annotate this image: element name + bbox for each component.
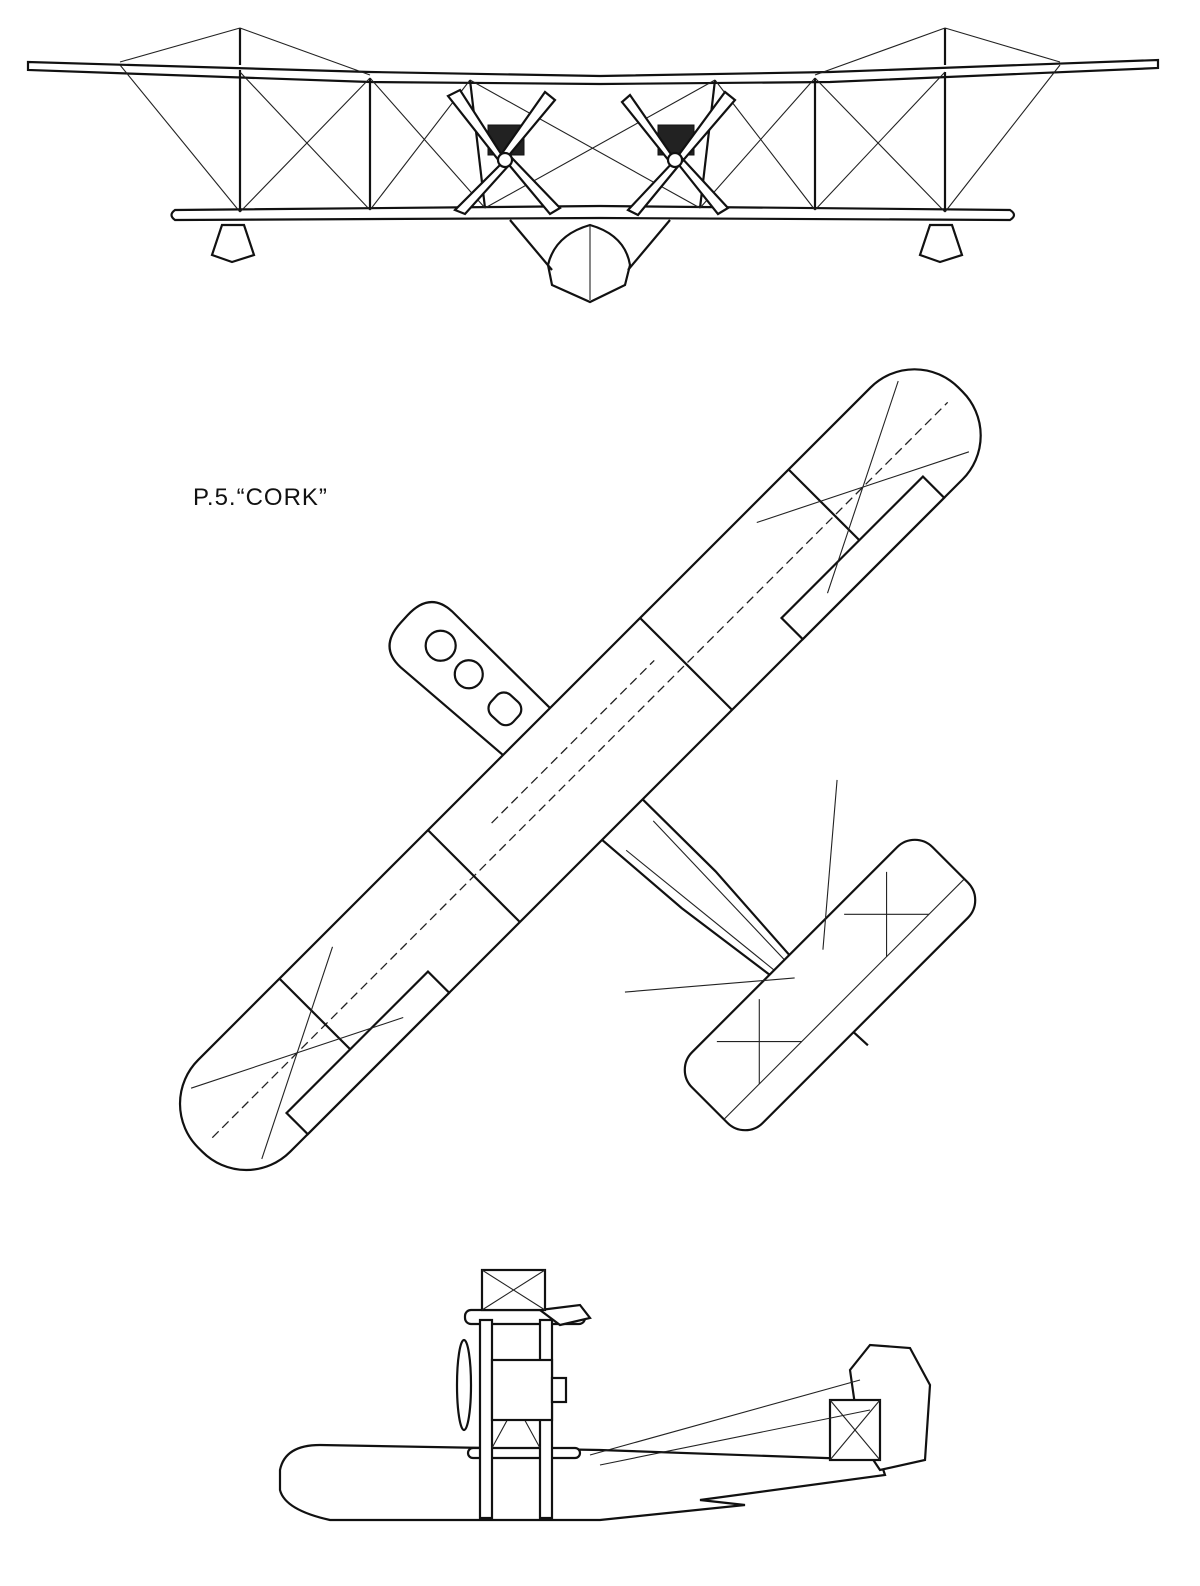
interplane-struts: [238, 28, 947, 212]
propeller-side: [455, 1338, 473, 1432]
hull-side: [278, 1443, 887, 1522]
front-view: [26, 27, 1160, 304]
upper-wing: [26, 58, 1160, 86]
tailplane-plan: [624, 779, 977, 1132]
drawing-title: P.5.“CORK”: [193, 484, 328, 511]
engine-right: [620, 90, 737, 217]
lower-wing: [170, 204, 1016, 222]
engine-left: [446, 88, 562, 216]
hull-front: [509, 219, 671, 304]
bracing-wires: [119, 27, 1061, 213]
engine-side: [490, 1358, 554, 1422]
wingtip-floats: [210, 223, 964, 264]
plan-view: [178, 368, 982, 1172]
wing-plan: [178, 368, 982, 1172]
side-view: [278, 1268, 932, 1522]
